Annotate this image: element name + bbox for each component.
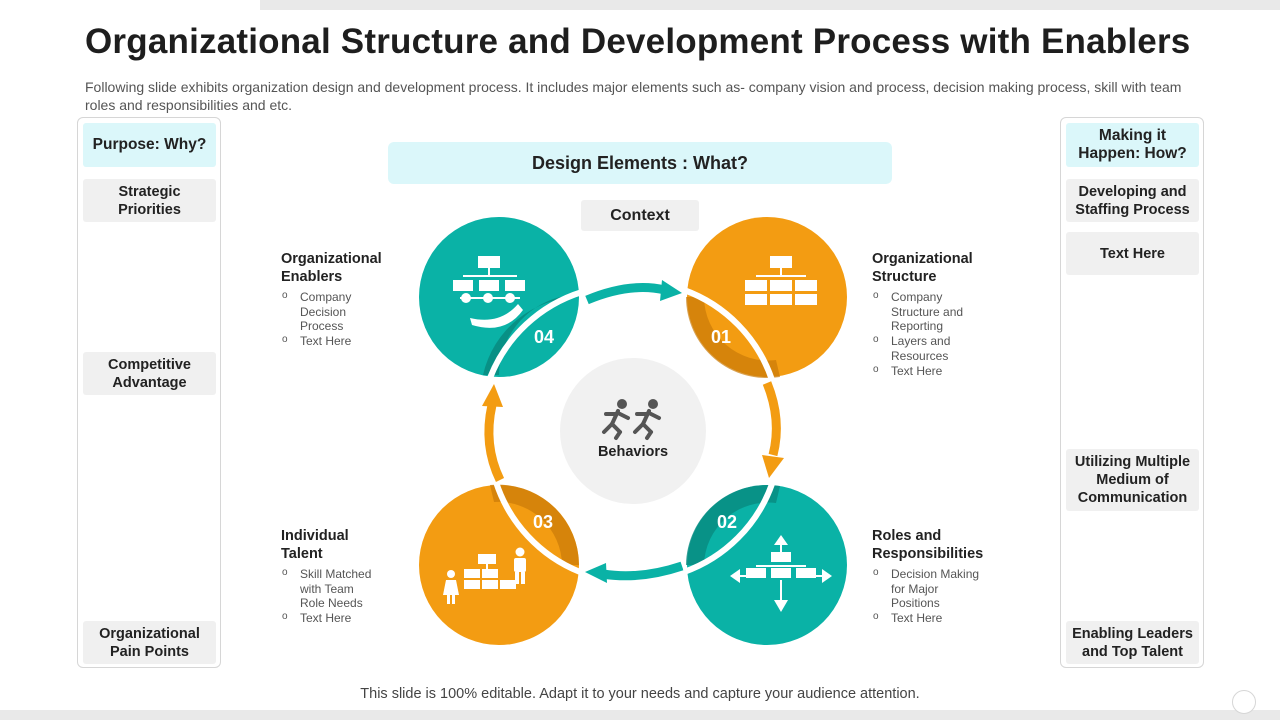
left-item-competitive-advantage: Competitive Advantage [83, 352, 216, 395]
list-item: Company Structure and Reporting [872, 289, 971, 334]
bottom-bar [0, 710, 1280, 720]
list-item: Text Here [872, 363, 992, 379]
desc-title: Organizational Structure [872, 251, 973, 285]
list-item: Decision Making for Major Positions [872, 566, 981, 611]
design-elements-header: Design Elements : What? [388, 142, 892, 184]
arrowhead-04-01 [660, 280, 682, 301]
circle-02-number: 02 [717, 512, 737, 532]
desc-roles-responsibilities: Roles and Responsibilities Decision Maki… [872, 527, 1002, 626]
arc-02-03 [602, 561, 684, 581]
corner-circle [1232, 690, 1256, 714]
top-bar-accent [0, 0, 260, 10]
left-panel: Purpose: Why? Strategic Priorities Compe… [77, 117, 221, 668]
circle-01-number: 01 [711, 327, 731, 347]
org-chart-hand-icon [453, 256, 525, 328]
desc-individual-talent: Individual Talent Skill Matched with Tea… [281, 527, 401, 626]
circle-04: 04 [419, 217, 583, 380]
people-org-chart-icon [443, 547, 526, 604]
right-panel-heading: Making it Happen: How? [1066, 123, 1199, 167]
page-subtitle: Following slide exhibits organization de… [85, 79, 1182, 113]
arrowhead-02-03 [585, 563, 607, 583]
footer-note: This slide is 100% editable. Adapt it to… [360, 686, 920, 702]
list-item: Layers and Resources [872, 333, 961, 363]
running-people-icon [602, 399, 661, 440]
page-title: Organizational Structure and Development… [85, 22, 1191, 61]
behaviors-label: Behaviors [597, 444, 669, 460]
desc-organizational-enablers: Organizational Enablers Company Decision… [281, 250, 401, 349]
right-panel: Making it Happen: How? Developing and St… [1060, 117, 1204, 668]
list-item: Text Here [281, 333, 401, 349]
top-bar [0, 0, 1280, 10]
right-item-developing-staffing: Developing and Staffing Process [1066, 179, 1199, 222]
circle-04-number: 04 [534, 327, 554, 347]
org-chart-icon [745, 256, 817, 305]
list-item: Text Here [872, 610, 1002, 626]
right-item-text-here: Text Here [1066, 232, 1199, 275]
behaviors-circle [560, 358, 706, 504]
arc-01-02 [762, 381, 781, 457]
arrowhead-01-02 [762, 455, 784, 478]
circle-01: 01 [682, 217, 847, 381]
list-item: Text Here [281, 610, 401, 626]
desc-title: Roles and Responsibilities [872, 528, 984, 562]
org-chart-arrows-icon [730, 535, 832, 612]
left-item-strategic-priorities: Strategic Priorities [83, 179, 216, 222]
desc-organizational-structure: Organizational Structure Company Structu… [872, 250, 992, 379]
arrowhead-03-04 [482, 384, 503, 407]
right-item-leaders-talent: Enabling Leaders and Top Talent [1066, 621, 1199, 664]
context-box: Context [581, 200, 699, 231]
circle-03: 03 [419, 481, 582, 645]
left-panel-heading: Purpose: Why? [83, 123, 216, 167]
arc-03-04 [484, 404, 505, 482]
list-item: Company Decision Process [281, 289, 370, 334]
arc-04-01 [585, 283, 667, 305]
list-item: Skill Matched with Team Role Needs [281, 566, 380, 611]
circle-02: 02 [682, 482, 847, 645]
desc-title: Individual Talent [281, 528, 349, 562]
circle-03-number: 03 [533, 512, 553, 532]
right-item-communication: Utilizing Multiple Medium of Communicati… [1066, 449, 1199, 511]
desc-title: Organizational Enablers [281, 251, 382, 285]
left-item-pain-points: Organizational Pain Points [83, 621, 216, 664]
